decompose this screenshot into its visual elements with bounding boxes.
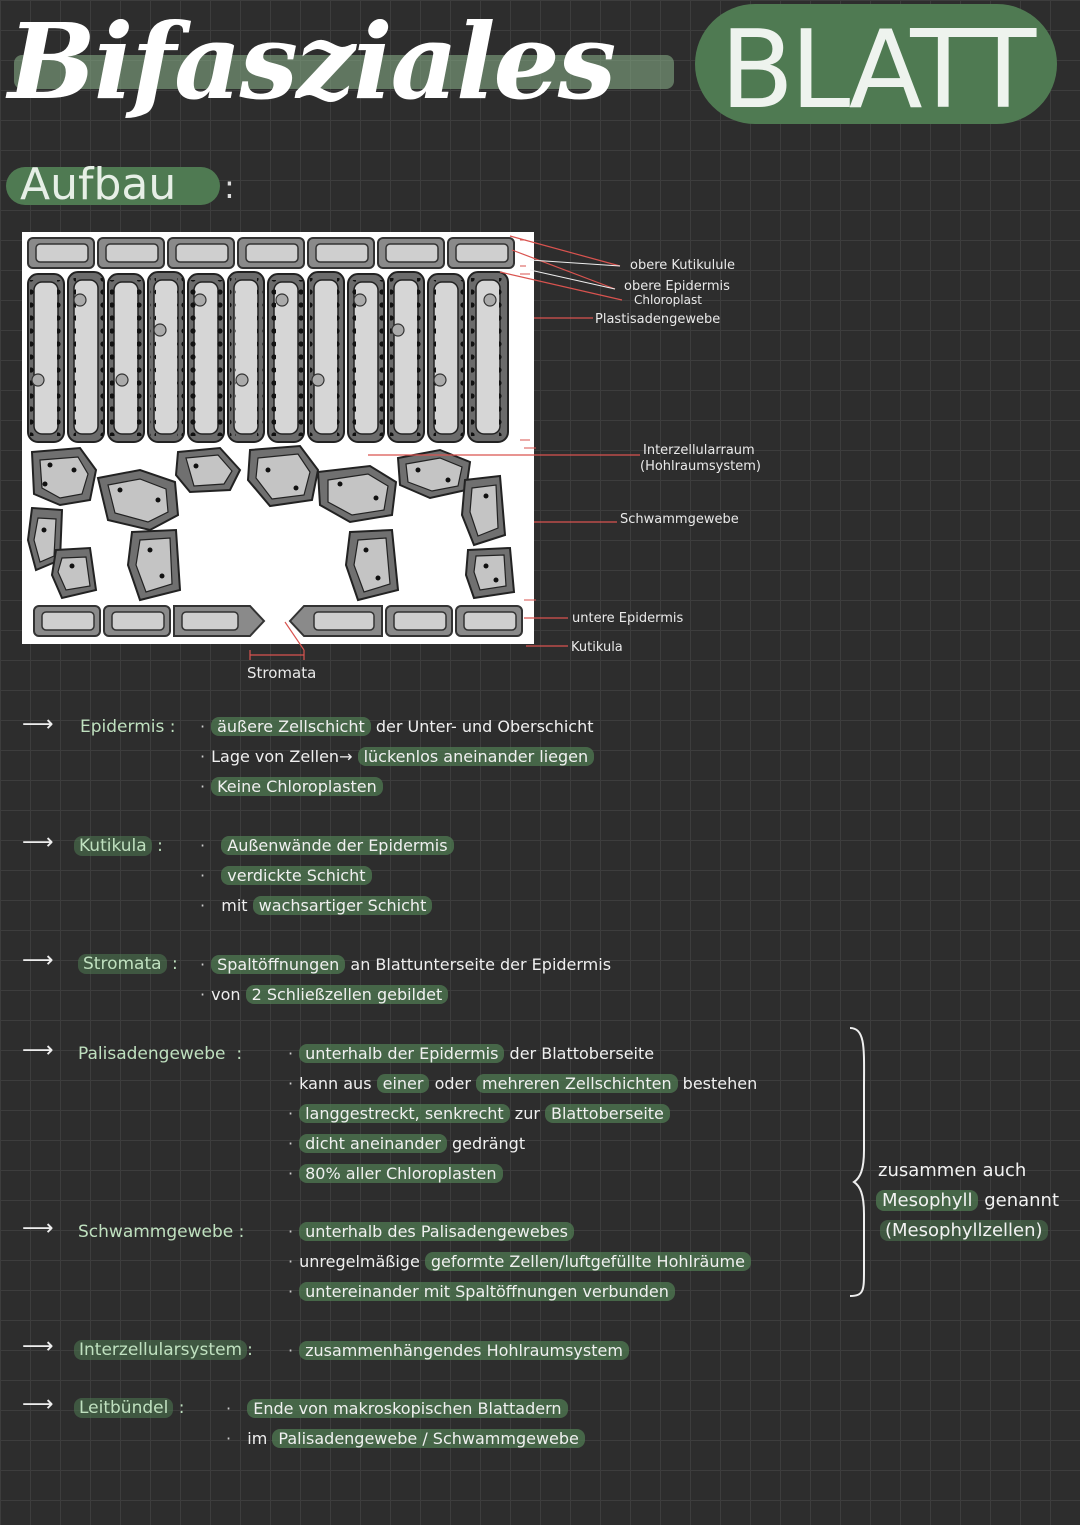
term-palisade: Palisadengewebe :	[78, 1044, 243, 1064]
note-interzellular: ⟶	[22, 1334, 54, 1359]
term-schwamm: Schwammgewebe :	[78, 1222, 245, 1242]
schwamm-line-2: ·unregelmäßige geformte Zellen/luftgefül…	[288, 1252, 751, 1271]
note-kutikula: ⟶	[22, 830, 54, 855]
subheading-highlight	[6, 167, 220, 205]
note-schwamm: ⟶	[22, 1216, 54, 1241]
term-leitbuendel: Leitbündel :	[74, 1398, 184, 1418]
schwamm-line-3: ·untereinander mit Spaltöffnungen verbun…	[288, 1282, 675, 1301]
leader-lines	[249, 235, 640, 660]
label-hohlraum: (Hohlraumsystem)	[640, 459, 761, 474]
leitbuendel-line-2: · im Palisadengewebe / Schwammgewebe	[226, 1429, 585, 1448]
palisade-line-2: ·kann aus einer oder mehreren Zellschich…	[288, 1074, 758, 1093]
brace-note-line-2: Mesophyll genannt	[876, 1190, 1059, 1211]
note-epidermis: ⟶	[22, 712, 54, 737]
term-stomata: Stromata :	[78, 954, 178, 974]
brace-note-line-1: zusammen auch	[878, 1160, 1027, 1181]
note-palisade: ⟶	[22, 1038, 54, 1063]
arrow-icon: ⟶	[22, 1392, 54, 1417]
epidermis-line-3: ·Keine Chloroplasten	[200, 777, 383, 796]
interzellular-line-1: ·zusammenhängendes Hohlraumsystem	[288, 1341, 629, 1360]
term-interzellular: Interzellularsystem:	[74, 1340, 253, 1360]
arrow-icon: ⟶	[22, 1216, 54, 1241]
leitbuendel-line-1: · Ende von makroskopischen Blattadern	[226, 1399, 568, 1418]
label-chloroplast: Chloroplast	[634, 293, 702, 307]
arrow-icon: ⟶	[22, 830, 54, 855]
palisade-line-3: ·langgestreckt, senkrecht zur Blattobers…	[288, 1104, 670, 1123]
label-untere-epidermis: untere Epidermis	[572, 611, 684, 626]
label-obere-kutikula: obere Kutikulule	[630, 258, 736, 273]
arrow-icon: ⟶	[22, 1038, 54, 1063]
note-stomata: ⟶	[22, 948, 54, 973]
term-kutikula: Kutikula :	[74, 836, 163, 856]
label-palisade: Plastisadengewebe	[595, 312, 721, 327]
schwamm-line-1: ·unterhalb des Palisadengewebes	[288, 1222, 575, 1241]
term-epidermis: Epidermis :	[80, 717, 176, 737]
title-pill	[695, 4, 1057, 124]
arrow-icon: ⟶	[22, 712, 54, 737]
leaf-diagram	[22, 232, 640, 660]
stomata-line-1: ·Spaltöffnungen an Blattunterseite der E…	[200, 955, 612, 974]
kutikula-line-3: · mit wachsartiger Schicht	[200, 896, 433, 915]
brace-icon	[849, 1027, 866, 1297]
subheading-colon: :	[224, 168, 235, 206]
palisade-line-5: ·80% aller Chloroplasten	[288, 1164, 503, 1183]
title-script: Bifasziales	[8, 0, 616, 123]
label-schwamm: Schwammgewebe	[620, 512, 739, 527]
arrow-icon: ⟶	[22, 1334, 54, 1359]
palisade-line-1: ·unterhalb der Epidermis der Blattoberse…	[288, 1044, 655, 1063]
epidermis-line-2: ·Lage von Zellen→ lückenlos aneinander l…	[200, 747, 595, 766]
note-leitbuendel: ⟶	[22, 1392, 54, 1417]
label-obere-epidermis: obere Epidermis	[624, 279, 730, 294]
label-stomata: Stromata	[247, 664, 317, 682]
subheading: Aufbau	[20, 159, 177, 210]
kutikula-line-1: · Außenwände der Epidermis	[200, 836, 454, 855]
arrow-icon: ⟶	[22, 948, 54, 973]
title-blatt: BLATT	[720, 8, 1036, 133]
bracket-ticks	[520, 239, 536, 601]
label-kutikula: Kutikula	[571, 640, 623, 655]
palisade-line-4: ·dicht aneinander gedrängt	[288, 1134, 526, 1153]
brace-note-line-3: (Mesophyllzellen)	[880, 1220, 1048, 1241]
epidermis-line-1: ·äußere Zellschicht der Unter- und Obers…	[200, 717, 594, 736]
kutikula-line-2: · verdickte Schicht	[200, 866, 372, 885]
label-interzellular: Interzellularraum	[643, 443, 755, 458]
stomata-line-2: ·von 2 Schließzellen gebildet	[200, 985, 449, 1004]
title-highlight	[14, 55, 674, 89]
